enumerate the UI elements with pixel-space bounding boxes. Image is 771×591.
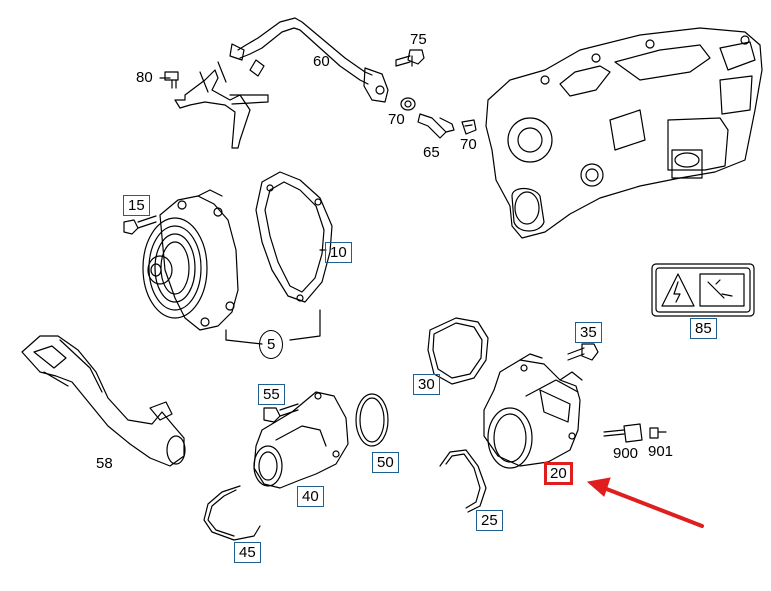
bolt-part-75 [396,50,424,66]
callout-70-right: 70 [460,136,477,153]
callout-10: 10 [325,242,352,263]
callout-901: 901 [648,443,674,460]
pipe-part-60 [230,18,388,102]
housing-part-40 [254,392,348,488]
callout-60: 60 [313,53,330,70]
sensor-part-900 [604,424,642,442]
oring-part-50 [356,394,388,446]
callout-65: 65 [423,144,440,161]
hose-part-65 [418,114,454,138]
gasket-part-10 [256,172,332,302]
callout-85: 85 [690,318,717,339]
hose-part-58 [22,336,185,466]
clip-part-901 [650,428,666,438]
bracket-part-80 [165,62,268,148]
callout-5: 5 [259,330,284,359]
callout-70-left: 70 [388,111,405,128]
callout-75: 75 [410,31,427,48]
bolt-part-35 [568,344,598,360]
oring-part-30 [428,318,488,384]
callout-900: 900 [613,445,639,462]
bolt-part-15 [124,216,156,234]
clamp-part-70a [401,98,415,110]
clamp-part-70b [462,120,476,134]
label-part-85 [652,264,754,316]
bolt-part-55 [264,404,298,422]
highlight-arrow [588,478,702,526]
callout-50: 50 [372,452,399,473]
clip-part-45 [204,486,260,540]
callout-55: 55 [258,384,285,405]
callout-15: 15 [123,195,150,216]
clip-part-25 [440,450,486,512]
callout-30: 30 [413,374,440,395]
thermostat-housing-part-20 [484,354,582,468]
callout-40: 40 [297,486,324,507]
callout-58: 58 [96,455,113,472]
callout-45: 45 [234,542,261,563]
callout-80: 80 [136,69,153,86]
leader-part-5 [226,310,320,344]
engine-housing [486,28,762,238]
water-pump [143,190,238,330]
callout-25: 25 [476,510,503,531]
callout-20-highlighted: 20 [544,462,573,485]
callout-35: 35 [575,322,602,343]
